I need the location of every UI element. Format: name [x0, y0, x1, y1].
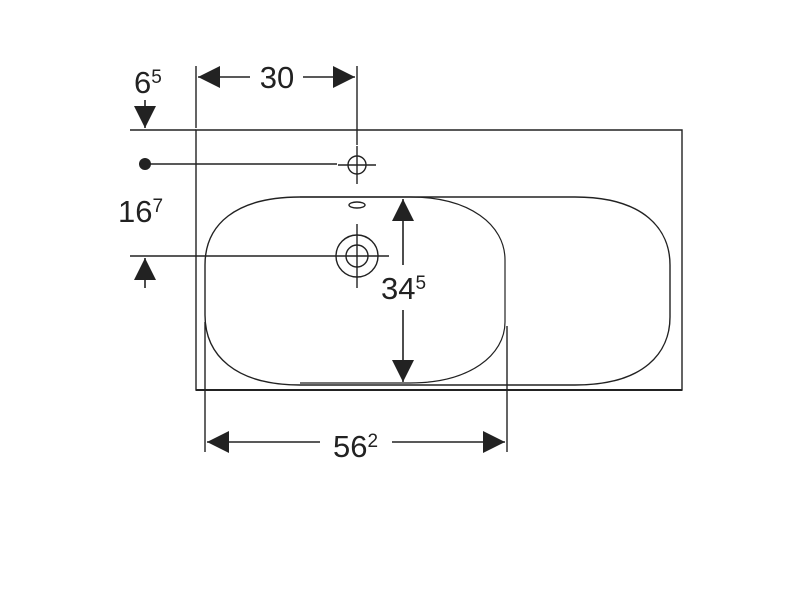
dim-value: 6: [134, 65, 151, 100]
overflow-icon: [348, 201, 366, 209]
dim-value: 16: [118, 194, 152, 229]
tap-centre-marker: [139, 158, 151, 170]
basin-outline: [195, 129, 683, 391]
bowl-outline: [204, 196, 671, 386]
dim-label-tap-hole-from-left: 30: [260, 60, 294, 95]
bowl-left-section: [300, 196, 506, 384]
dim-value-superscript: 5: [415, 273, 426, 294]
dim-value-superscript: 5: [151, 67, 162, 88]
tap-hole-icon: [338, 146, 376, 184]
dim-value: 34: [381, 271, 415, 306]
dim-value: 56: [333, 429, 367, 464]
dim-label-tap-to-drain: 167: [118, 194, 163, 229]
dim-value-superscript: 2: [367, 431, 378, 452]
dim-label-bowl-depth: 345: [381, 271, 426, 306]
dim-value-superscript: 7: [152, 196, 163, 217]
dim-value: 30: [260, 60, 294, 95]
dim-label-bowl-width: 562: [333, 429, 378, 464]
dim-label-top-offset: 65: [134, 65, 162, 100]
drain-icon: [325, 224, 389, 288]
